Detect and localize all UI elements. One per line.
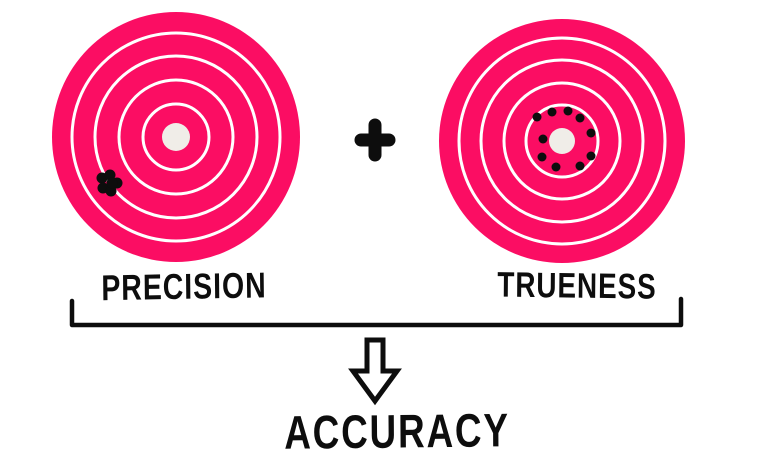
target-ring — [524, 103, 600, 179]
shot-dot — [563, 106, 573, 116]
plus-icon — [354, 118, 396, 162]
shot-dot — [575, 161, 585, 171]
accuracy-label: ACCURACY — [284, 403, 510, 460]
down-arrow-icon — [348, 337, 402, 406]
target-precision — [52, 12, 300, 262]
target-trueness — [439, 19, 685, 263]
shot-dot — [551, 162, 561, 172]
target-bullseye — [549, 128, 575, 154]
target-ring — [502, 81, 622, 201]
shot-dot — [105, 185, 117, 197]
shot-dot — [537, 152, 547, 162]
shot-dot — [586, 128, 596, 138]
shot-dot — [538, 134, 548, 144]
trueness-label: TRUENESS — [497, 265, 657, 307]
target-ring — [141, 102, 211, 172]
target-ring — [70, 31, 282, 243]
shot-dot — [586, 151, 596, 161]
shot-dot — [106, 177, 118, 189]
shot-dot — [575, 113, 585, 123]
target-bullseye — [162, 123, 190, 151]
target-ring — [117, 78, 235, 196]
bracket — [69, 296, 684, 328]
shot-dot — [547, 107, 557, 117]
precision-label: PRECISION — [101, 266, 267, 309]
shot-dot — [532, 112, 542, 122]
target-ring — [479, 58, 645, 224]
target-ring — [457, 36, 667, 246]
target-ring — [93, 54, 259, 220]
